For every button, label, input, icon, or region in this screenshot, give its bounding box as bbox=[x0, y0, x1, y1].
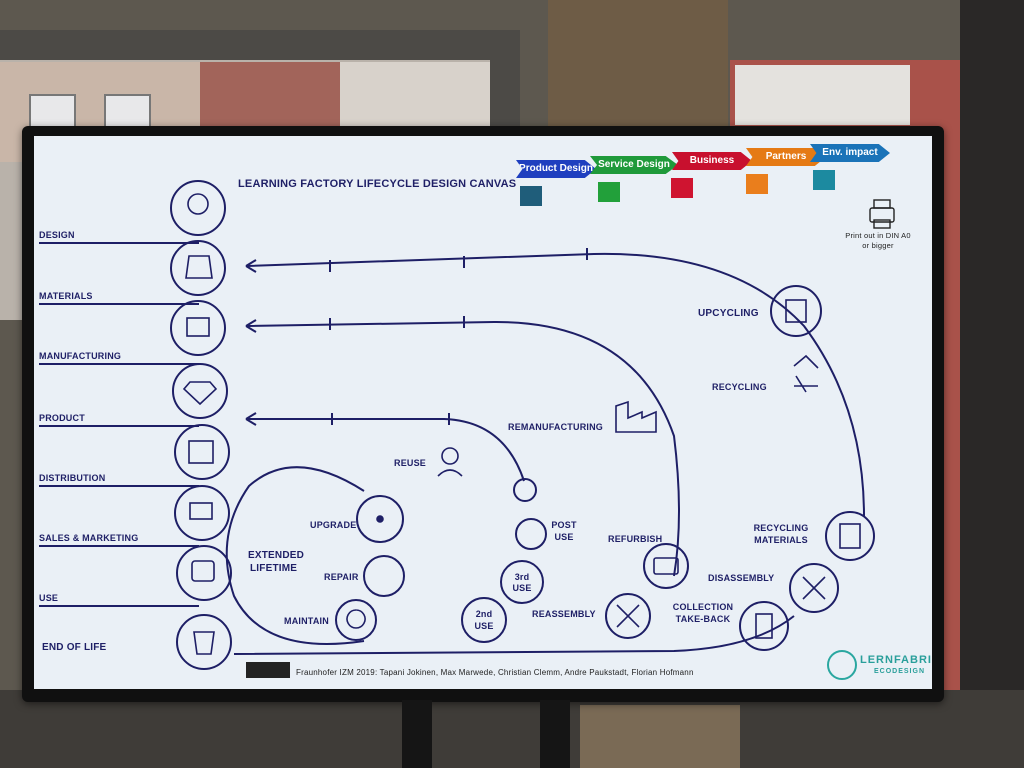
label-take-back: TAKE-BACK bbox=[675, 614, 731, 624]
swatch-business bbox=[671, 178, 693, 198]
canvas-diagram bbox=[39, 180, 895, 680]
cc-license-badge bbox=[246, 662, 290, 678]
label-repair: REPAIR bbox=[324, 572, 359, 582]
label-2nd: 2nd bbox=[475, 609, 493, 619]
stage-end-of-life: END OF LIFE bbox=[42, 642, 107, 653]
stage-use: USE bbox=[39, 593, 59, 603]
label-collection: COLLECTION bbox=[672, 602, 734, 612]
label-post: POST bbox=[551, 520, 577, 530]
label-post-use: USE bbox=[554, 532, 574, 542]
credits-text: Fraunhofer IZM 2019: Tapani Jokinen, Max… bbox=[296, 668, 694, 677]
label-reuse: REUSE bbox=[394, 458, 427, 468]
label-2nd-use: USE bbox=[474, 621, 494, 631]
label-3rd-use: USE bbox=[512, 583, 532, 593]
monitor-stand-right bbox=[540, 700, 570, 768]
label-3rd: 3rd bbox=[514, 572, 530, 582]
stage-sales-marketing: SALES & MARKETING bbox=[39, 533, 139, 543]
logo-lernfabrik: LERNFABRIK bbox=[860, 654, 932, 666]
print-note-line1: Print out in DIN A0 bbox=[845, 231, 911, 240]
printer-icon bbox=[869, 199, 895, 229]
label-disassembly: DISASSEMBLY bbox=[708, 573, 775, 583]
swatch-service-design bbox=[598, 182, 620, 202]
tag-service-design: Service Design bbox=[590, 156, 678, 174]
label-lifetime: LIFETIME bbox=[250, 563, 298, 574]
tag-env-impact: Env. impact bbox=[810, 144, 890, 162]
canvas-screen: LEARNING FACTORY LIFECYCLE DESIGN CANVAS… bbox=[34, 136, 932, 689]
canvas-title: LEARNING FACTORY LIFECYCLE DESIGN CANVAS bbox=[238, 178, 517, 190]
label-upcycling: UPCYCLING bbox=[698, 308, 759, 319]
tag-business: Business bbox=[672, 152, 752, 170]
stage-materials: MATERIALS bbox=[39, 291, 93, 301]
label-recycling: RECYCLING bbox=[712, 382, 767, 392]
stage-manufacturing: MANUFACTURING bbox=[39, 351, 122, 361]
label-refurbish: REFURBISH bbox=[608, 534, 663, 544]
swatch-product-design bbox=[520, 186, 542, 206]
label-remanufacturing: REMANUFACTURING bbox=[508, 422, 603, 432]
stage-design: DESIGN bbox=[39, 230, 75, 240]
swatch-partners bbox=[746, 174, 768, 194]
monitor-stand-left bbox=[402, 700, 432, 768]
label-extended: EXTENDED bbox=[248, 550, 305, 561]
label-recycling-materials-1: RECYCLING bbox=[753, 523, 809, 533]
label-recycling-materials-2: MATERIALS bbox=[754, 535, 808, 545]
lernfabrik-logo-icon bbox=[827, 650, 857, 680]
label-maintain: MAINTAIN bbox=[284, 616, 329, 626]
tag-product-design: Product Design bbox=[516, 160, 596, 178]
stage-product: PRODUCT bbox=[39, 413, 85, 423]
tag-partners: Partners bbox=[746, 148, 826, 166]
print-note-line2: or bigger bbox=[862, 241, 894, 250]
label-upgrade: UPGRADE bbox=[310, 520, 357, 530]
swatch-env-impact bbox=[813, 170, 835, 190]
logo-ecodesign: ECODESIGN bbox=[874, 668, 926, 675]
stage-distribution: DISTRIBUTION bbox=[39, 473, 106, 483]
label-reassembly: REASSEMBLY bbox=[532, 609, 596, 619]
